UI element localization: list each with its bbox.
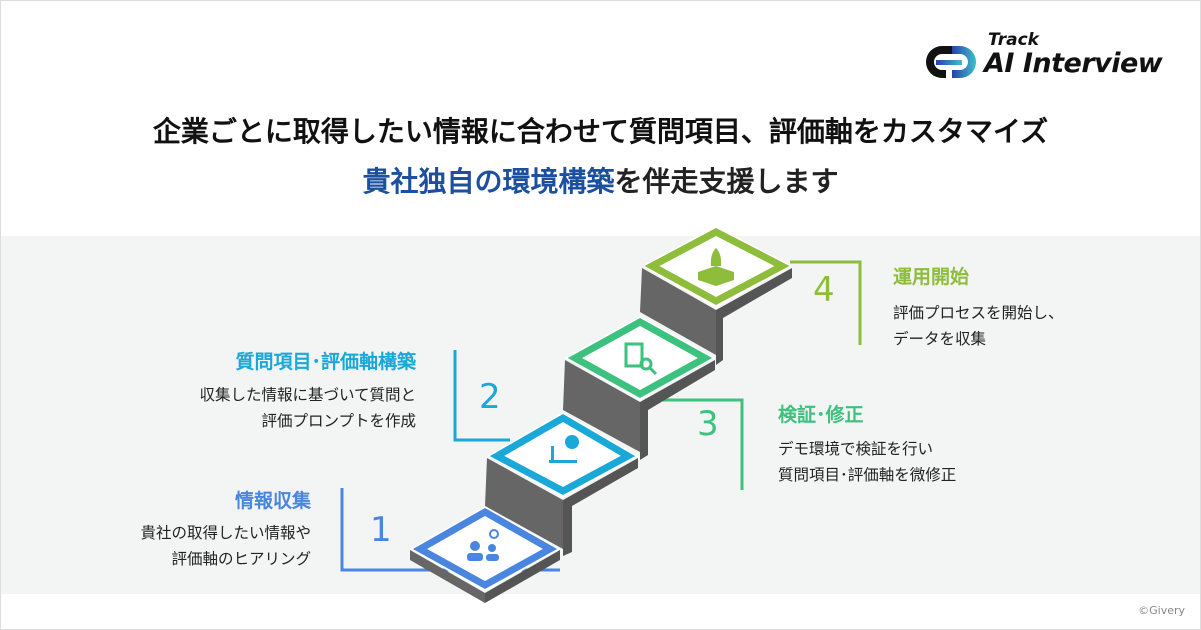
step-top-3 <box>565 316 715 401</box>
logo-mark-icon <box>926 46 976 78</box>
headline-line1: 企業ごとに取得したい情報に合わせて質問項目、評価軸をカスタマイズ <box>152 115 1049 148</box>
headline-rest: を伴走支援します <box>614 165 839 198</box>
clipboard-search-icon <box>624 342 658 376</box>
step-4-title: 運用開始 <box>893 266 970 288</box>
step-2-number: 2 <box>479 377 501 417</box>
people-search-icon <box>467 529 499 561</box>
step-1-desc-line2: 評価軸のヒアリング <box>171 550 311 568</box>
step-4-desc-line1: 評価プロセスを開始し、 <box>893 304 1064 322</box>
logo-ai-interview: AI Interview <box>984 48 1163 79</box>
riser-blocks <box>410 268 792 603</box>
step-2-desc-line2: 評価プロンプトを作成 <box>261 412 416 430</box>
copyright: ©Givery <box>1138 604 1185 617</box>
step-4-number: 4 <box>813 270 835 310</box>
connector-line-3 <box>645 398 744 490</box>
step-4-description: 評価プロセスを開始し、データを収集 <box>893 300 1064 352</box>
step-top-2 <box>487 412 638 498</box>
step-1-title: 情報収集 <box>234 490 311 512</box>
step-2-desc-line1: 収集した情報に基づいて質問と <box>199 386 416 404</box>
connector-line-2 <box>453 350 510 442</box>
step-2-description: 収集した情報に基づいて質問と評価プロンプトを作成 <box>199 382 416 434</box>
step-3-number: 3 <box>697 404 719 444</box>
rocket-launch-icon <box>698 248 734 286</box>
connector-line-4 <box>790 260 862 345</box>
headline-highlight: 貴社独自の環境構築 <box>362 165 615 198</box>
step-2-title: 質問項目･評価軸構築 <box>235 351 416 373</box>
step-top-4 <box>642 226 792 308</box>
step-3-desc-line2: 質問項目･評価軸を微修正 <box>778 466 957 484</box>
step-3-title: 検証･修正 <box>778 404 864 426</box>
step-1-description: 貴社の取得したい情報や評価軸のヒアリング <box>140 520 311 572</box>
logo: Track AI Interview <box>922 30 1182 85</box>
laptop-question-icon <box>549 435 579 463</box>
headline-line2: 貴社独自の環境構築を伴走支援します <box>0 160 1201 200</box>
step-1-number: 1 <box>370 510 392 550</box>
step-1-desc-line1: 貴社の取得したい情報や <box>140 524 311 542</box>
logo-track: Track <box>988 30 1039 50</box>
step-3-desc-line1: デモ環境で検証を行い <box>778 440 934 458</box>
step-3-description: デモ環境で検証を行い質問項目･評価軸を微修正 <box>778 436 956 488</box>
step-4-desc-line2: データを収集 <box>893 330 987 348</box>
step-top-1 <box>410 506 560 592</box>
